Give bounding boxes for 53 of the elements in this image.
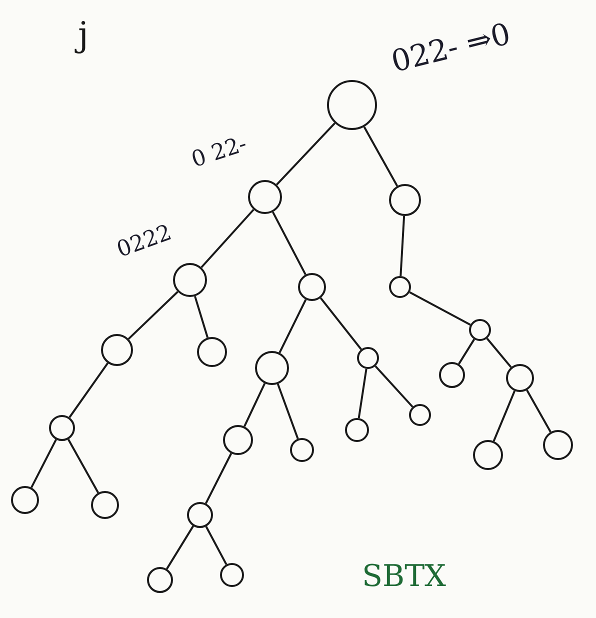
tree-node-circle bbox=[473, 440, 503, 470]
tree-node-circle bbox=[345, 418, 369, 442]
tree-node-circle bbox=[11, 486, 39, 514]
tree-edge bbox=[276, 384, 299, 440]
tree-edge bbox=[358, 368, 368, 418]
node-annotation: 0 22- bbox=[189, 134, 250, 172]
tree-edge bbox=[200, 208, 254, 268]
tree-edge bbox=[276, 122, 336, 186]
tree-edge bbox=[166, 526, 194, 570]
tree-node-circle bbox=[91, 491, 119, 519]
tree-node-circle bbox=[173, 263, 207, 297]
tree-node-circle bbox=[101, 334, 133, 366]
tree-node-circle bbox=[543, 430, 573, 460]
tree-edge bbox=[458, 338, 476, 364]
tree-node-circle bbox=[220, 563, 244, 587]
tree-edge bbox=[194, 296, 209, 338]
handwritten-note: SBTX bbox=[362, 562, 446, 592]
tree-edge bbox=[409, 291, 471, 326]
node-annotation: 022- ⇒0 bbox=[388, 20, 514, 78]
tree-edge bbox=[272, 212, 306, 276]
tree-node-circle bbox=[506, 364, 534, 392]
tree-node-circle bbox=[290, 438, 314, 462]
tree-edge bbox=[363, 126, 398, 187]
tree-node-circle bbox=[49, 415, 75, 441]
tree-edge bbox=[128, 291, 178, 340]
tree-edge bbox=[204, 452, 232, 504]
tree-edge bbox=[278, 299, 307, 354]
tree-node-circle bbox=[327, 80, 377, 130]
tree-node-circle bbox=[469, 319, 491, 341]
tree-edge bbox=[320, 297, 362, 350]
tree-edge bbox=[486, 338, 512, 368]
tree-node-circle bbox=[389, 184, 421, 216]
tree-edge bbox=[526, 390, 552, 432]
tree-node-circle bbox=[357, 347, 379, 369]
tree-node-circle bbox=[187, 502, 213, 528]
tree-edge bbox=[205, 526, 228, 565]
tree-node-circle bbox=[298, 273, 326, 301]
tree-edge bbox=[68, 362, 109, 418]
tree-node-circle bbox=[255, 351, 289, 385]
node-annotation: 0222 bbox=[114, 222, 175, 262]
tree-node-circle bbox=[409, 404, 431, 426]
tree-edge bbox=[67, 438, 100, 494]
tree-edge bbox=[492, 390, 516, 442]
tree-edge bbox=[374, 365, 414, 408]
tree-node-circle bbox=[147, 567, 173, 593]
tree-node-circle bbox=[197, 337, 227, 367]
tree-node-circle bbox=[223, 425, 253, 455]
tree-edge bbox=[30, 439, 57, 488]
tree-node-circle bbox=[389, 276, 411, 298]
tree-node-circle bbox=[439, 362, 465, 388]
tree-edge bbox=[400, 216, 406, 276]
tree-node-circle bbox=[248, 180, 282, 214]
tree-edge bbox=[244, 382, 266, 427]
